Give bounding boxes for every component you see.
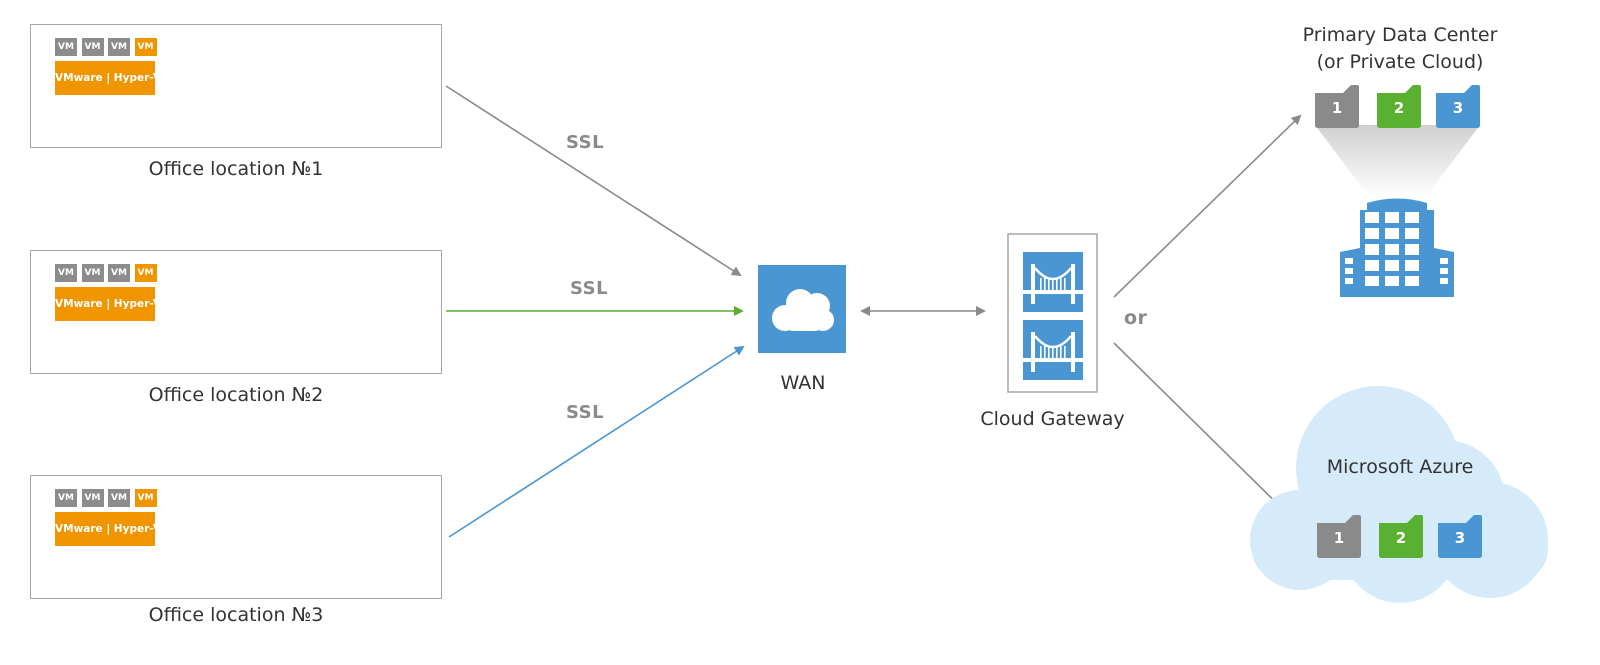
datacenter-title: Primary Data Center (or Private Cloud) — [1280, 22, 1520, 76]
datacenter-beam — [1315, 125, 1480, 198]
wan-label: WAN — [780, 372, 826, 394]
datacenter-title-line2: (or Private Cloud) — [1316, 51, 1484, 73]
hypervisor-bar: VMware | Hyper-V — [55, 287, 161, 321]
vm-cell: VM — [134, 38, 157, 56]
datacenter-title-line1: Primary Data Center — [1302, 24, 1498, 46]
vm-cell: VM — [81, 38, 104, 56]
folder-number: 3 — [1455, 529, 1465, 547]
datacenter-folder-1[interactable]: 1 — [1315, 85, 1359, 128]
azure-cloud-icon — [1250, 386, 1548, 603]
ssl-label-office1: SSL — [566, 132, 605, 153]
folder-number: 1 — [1334, 529, 1344, 547]
vm-cell: VM — [108, 38, 130, 56]
azure-folder-1[interactable]: 1 — [1317, 515, 1361, 558]
wan-icon[interactable] — [758, 265, 846, 353]
hypervisor-bar: VMware | Hyper-V — [55, 61, 161, 95]
vm-cell: VM — [81, 489, 104, 507]
folder-number: 1 — [1332, 99, 1342, 117]
azure-folder-2[interactable]: 2 — [1379, 515, 1423, 558]
link-office1-wan — [445, 85, 742, 277]
bridge-icon — [1023, 320, 1083, 380]
vm-cell: VM — [55, 264, 77, 282]
vm-cell: VM — [81, 264, 104, 282]
vm-cell: VM — [55, 38, 77, 56]
link-office3-wan — [448, 345, 745, 538]
azure-title: Microsoft Azure — [1326, 456, 1474, 478]
link-gateway-datacenter — [1113, 114, 1302, 298]
datacenter-folder-2[interactable]: 2 — [1377, 85, 1421, 128]
folder-number: 3 — [1453, 99, 1463, 117]
link-gateway-azure — [1113, 342, 1302, 528]
office-location-3-label: Office location №3 — [148, 604, 324, 626]
office-location-2-label: Office location №2 — [148, 384, 324, 406]
vm-cell: VM — [55, 489, 77, 507]
building-icon — [1340, 198, 1454, 297]
vm-cell: VM — [134, 489, 157, 507]
folder-number: 2 — [1396, 529, 1406, 547]
azure-folder-3[interactable]: 3 — [1438, 515, 1482, 558]
hypervisor-bar: VMware | Hyper-V — [55, 512, 161, 546]
office-location-1-label: Office location №1 — [148, 158, 324, 180]
cloud-gateway-icon[interactable] — [1007, 233, 1098, 393]
folder-number: 2 — [1394, 99, 1404, 117]
ssl-label-office2: SSL — [570, 278, 609, 299]
vm-cell: VM — [108, 264, 130, 282]
bridge-icon — [1023, 252, 1083, 312]
datacenter-folder-3[interactable]: 3 — [1436, 85, 1480, 128]
vm-cell: VM — [108, 489, 130, 507]
vm-cell: VM — [134, 264, 157, 282]
or-label: or — [1124, 307, 1148, 329]
cloud-gateway-label: Cloud Gateway — [980, 408, 1125, 430]
ssl-label-office3: SSL — [566, 402, 605, 423]
